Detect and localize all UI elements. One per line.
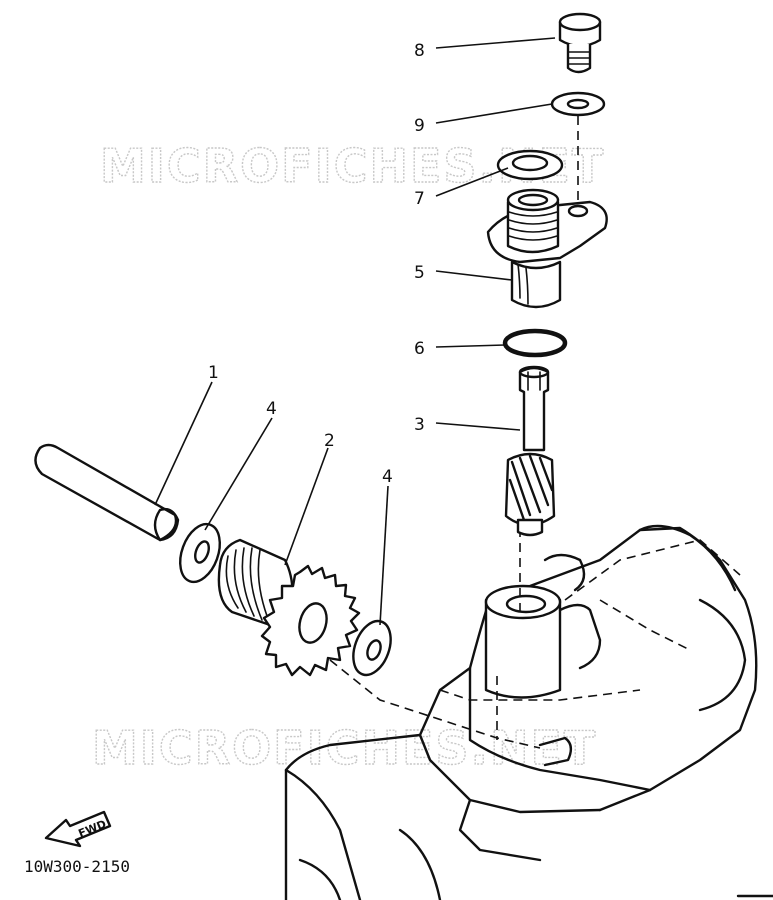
driven-gear-part-3: [504, 365, 556, 537]
shaft-part-1: [34, 443, 180, 542]
callout-1: 1: [208, 363, 219, 383]
leader-6: [435, 344, 506, 348]
leader-1: [154, 381, 213, 506]
fwd-arrow-icon: FWD: [44, 810, 112, 848]
leader-8: [435, 37, 556, 49]
bolt-part-8: [558, 12, 602, 74]
washer-part-4-right: [352, 619, 392, 677]
part-code: 10W300-2150: [24, 857, 130, 876]
callout-2: 2: [324, 431, 335, 451]
washer-part-4-left: [179, 522, 221, 584]
leader-2: [284, 447, 329, 566]
leader-4-right: [379, 485, 389, 626]
callout-4-right: 4: [382, 467, 393, 487]
watermark-bottom: MICROFICHES.NET: [92, 721, 597, 775]
leader-5: [435, 270, 513, 281]
crankcase-housing: [284, 520, 758, 900]
callout-6: 6: [414, 339, 425, 359]
sleeve-part-5: [486, 188, 608, 309]
washer-part-9: [550, 91, 606, 117]
callout-9: 9: [414, 116, 425, 136]
callout-5: 5: [414, 263, 425, 283]
callout-8: 8: [414, 41, 425, 61]
callout-3: 3: [414, 415, 425, 435]
callout-7: 7: [414, 189, 425, 209]
seal-part-7: [496, 149, 564, 181]
drive-gear-part-2: [217, 538, 361, 677]
leader-9: [435, 103, 553, 124]
callout-4-left: 4: [266, 399, 277, 419]
leader-3: [435, 422, 521, 431]
leader-4-left: [204, 417, 273, 531]
leader-7: [435, 167, 509, 197]
o-ring-part-6: [502, 328, 568, 358]
